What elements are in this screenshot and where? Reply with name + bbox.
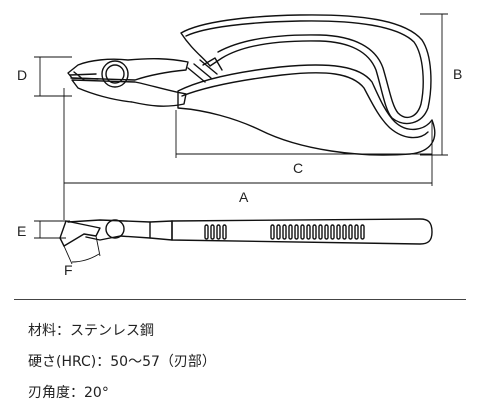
grip-slot [354, 224, 359, 240]
grip-slot [270, 224, 275, 240]
spec-material: 材料：ステンレス鋼 [28, 323, 154, 339]
side-blade-bevel [59, 220, 67, 247]
pivot-rivet [105, 64, 125, 84]
side-head [67, 219, 151, 241]
upper-jaw [67, 57, 189, 81]
lower-handle-inner [181, 72, 429, 139]
pliers-top-view [67, 14, 436, 156]
grip-slot [216, 224, 221, 240]
section-divider [14, 299, 466, 300]
dimension-b [420, 13, 448, 156]
grip-slot [312, 224, 317, 240]
side-blade [63, 220, 101, 247]
grip-slot [276, 224, 281, 240]
lower-jaw [71, 79, 187, 107]
label-e: E [17, 223, 27, 239]
grip-slot [300, 224, 305, 240]
upper-handle [180, 14, 432, 125]
spec-blade-angle: 刃角度：20° [28, 385, 109, 401]
dimension-c [175, 110, 433, 186]
grip-slot [318, 224, 323, 240]
grip-slot [324, 224, 329, 240]
label-b: B [453, 66, 463, 82]
pivot-rivet-outer [101, 60, 129, 88]
pliers-drawing [34, 13, 448, 265]
label-f: F [64, 262, 73, 278]
grip-slot [348, 224, 353, 240]
grip-slot [204, 224, 209, 240]
dimension-a [63, 88, 432, 220]
grip-slot [360, 224, 365, 240]
spring-link [202, 57, 223, 71]
grip-slot [288, 224, 293, 240]
grip-slot [336, 224, 341, 240]
spring [187, 59, 218, 83]
grip-slot [210, 224, 215, 240]
side-pivot [105, 219, 125, 239]
grip-slot [282, 224, 287, 240]
lower-handle [177, 64, 436, 156]
side-handle-shoulder [149, 220, 173, 241]
dimension-f [63, 235, 101, 265]
grip-slot [294, 224, 299, 240]
blade-edges [69, 71, 99, 81]
grip-slot [222, 224, 227, 240]
grip-slot [306, 224, 311, 240]
grip-slot [342, 224, 347, 240]
side-handle [171, 218, 433, 245]
label-c: C [293, 160, 304, 176]
label-d: D [17, 67, 28, 83]
label-a: A [239, 189, 249, 205]
dimension-d [34, 56, 72, 97]
dimension-e [34, 220, 70, 239]
upper-handle-inner [185, 20, 424, 119]
grip-slot [330, 224, 335, 240]
spec-hardness: 硬さ(HRC)：50〜57（刃部） [28, 354, 216, 370]
pliers-side-view [59, 218, 433, 247]
